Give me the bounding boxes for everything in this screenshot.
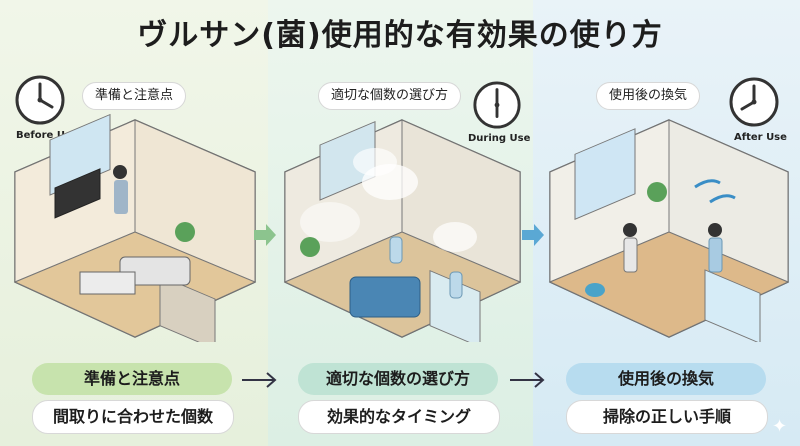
arrow-right-icon	[510, 372, 545, 388]
arrow-right-icon	[254, 224, 276, 246]
clock-icon	[15, 75, 65, 125]
clock-label-after: After Use	[734, 132, 787, 143]
stage-heading-during: 適切な個数の選び方	[298, 363, 498, 395]
clock-icon	[729, 77, 779, 127]
stage-subheading-during: 効果的なタイミング	[298, 400, 500, 434]
room-after-illustration	[548, 119, 790, 342]
stage-subheading-before: 間取りに合わせた個数	[32, 400, 234, 434]
stage-heading-before: 準備と注意点	[32, 363, 232, 395]
stage-tag-before: 準備と注意点	[82, 82, 187, 110]
room-before-illustration	[13, 113, 257, 342]
clock-label-during: During Use	[468, 133, 531, 144]
page-title: ヴルサン(菌)使用的な有効果の使り方	[137, 18, 663, 53]
clock-icon	[473, 81, 521, 129]
room-during-illustration	[283, 119, 522, 342]
stage-subheading-after: 掃除の正しい手順	[566, 400, 768, 434]
arrow-right-icon	[522, 224, 544, 246]
sparkle-icon: ✦	[772, 416, 788, 437]
arrow-right-icon	[242, 372, 277, 388]
stage-heading-after: 使用後の換気	[566, 363, 766, 395]
stage-tag-during: 適切な個数の選び方	[318, 82, 462, 110]
clock-label-before: Before Use	[16, 130, 78, 141]
stage-tag-after: 使用後の換気	[596, 82, 701, 110]
